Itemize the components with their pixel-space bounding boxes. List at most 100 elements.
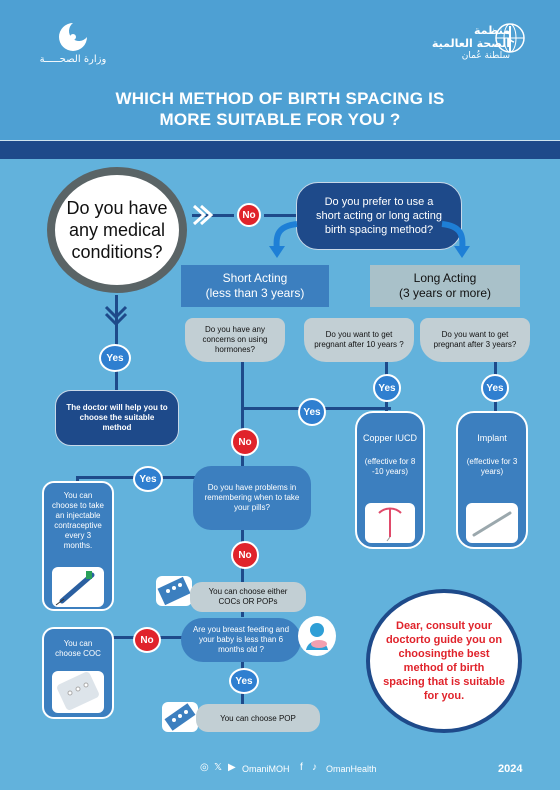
long-acting-title: Long Acting: [413, 271, 477, 285]
cocs-pops-text: You can choose either COCs OR POPs: [208, 587, 288, 606]
injection-image: [52, 567, 104, 607]
footer-handle-2[interactable]: OmanHealth: [326, 764, 377, 774]
coc-pack-icon: [57, 672, 99, 710]
who-text-line2: الصحة العالمية: [431, 37, 510, 50]
copper-iucd-note: (effective for 8 -10 years): [364, 457, 416, 476]
doctor-help-box: The doctor will help you to choose the s…: [55, 390, 179, 446]
pills-remember-question: Do you have problems in remembering when…: [193, 466, 311, 530]
consult-text: Dear, consult your doctorto guide you on…: [383, 620, 505, 702]
yes-badge: Yes: [133, 466, 163, 492]
implant-title: Implant: [477, 433, 507, 443]
hormones-question: Do you have any concerns on using hormon…: [185, 318, 285, 362]
moh-logo-icon: [59, 23, 87, 51]
no-badge: No: [133, 627, 161, 653]
title-band: [0, 80, 560, 140]
header-band: [0, 0, 560, 80]
copper-iucd-card: Copper IUCD (effective for 8 -10 years): [355, 411, 425, 549]
connector-line: [76, 636, 186, 639]
mother-baby-icon: [306, 623, 328, 650]
iucd-image: [365, 503, 415, 543]
iucd-device-icon: [378, 507, 402, 542]
no-badge: No: [231, 428, 259, 456]
hormones-text: Do you have any concerns on using hormon…: [202, 325, 268, 354]
page-title: WHICH METHOD OF BIRTH SPACING IS MORE SU…: [0, 88, 560, 130]
pop-pack-image: [162, 702, 198, 732]
pregnant-3-years-question: Do you want to get pregnant after 3 year…: [420, 318, 530, 362]
breastfeeding-question: Are you breast feeding and your baby is …: [181, 618, 301, 662]
yes-label: Yes: [486, 382, 504, 394]
short-acting-box: Short Acting (less than 3 years): [181, 265, 329, 307]
pregnant-10-years-question: Do you want to get pregnant after 10 yea…: [304, 318, 414, 362]
yes-label: Yes: [139, 473, 157, 485]
youtube-icon[interactable]: ▶: [228, 762, 236, 773]
curved-arrow-left-icon: [269, 221, 298, 258]
no-label: No: [238, 436, 252, 448]
chevron-down-icon: [104, 305, 128, 327]
pill-pack-image: [156, 576, 192, 606]
doctor-help-text: The doctor will help you to choose the s…: [66, 403, 168, 432]
cocs-pops-box: You can choose either COCs OR POPs: [190, 582, 306, 612]
who-logo-text: منظمة الصحة العالمية سلطنة عُمان: [410, 24, 510, 63]
no-label: No: [140, 634, 154, 646]
no-badge: No: [231, 541, 259, 569]
yes-label: Yes: [378, 382, 396, 394]
yes-badge: Yes: [298, 398, 326, 426]
implant-card: Implant (effective for 3 years): [456, 411, 528, 549]
who-emblem-icon: [495, 23, 525, 53]
long-acting-box: Long Acting (3 years or more): [370, 265, 520, 307]
medical-conditions-text: Do you have any medical conditions?: [66, 198, 168, 262]
pop-text: You can choose POP: [220, 713, 296, 723]
pregnant-3-years-text: Do you want to get pregnant after 3 year…: [433, 330, 517, 349]
coc-pack-image: [52, 671, 104, 713]
instagram-icon[interactable]: ◎: [200, 762, 209, 773]
coc-text: You can choose COC: [55, 639, 101, 658]
footer-band: [0, 750, 560, 790]
yes-badge: Yes: [373, 374, 401, 402]
title-line2: MORE SUITABLE FOR YOU ?: [159, 110, 401, 129]
connector-line: [192, 214, 234, 217]
injectable-card: You can choose to take an injectable con…: [42, 481, 114, 611]
implant-note: (effective for 3 years): [466, 457, 518, 476]
pop-box: You can choose POP: [196, 704, 320, 732]
no-label: No: [242, 209, 256, 221]
prefer-method-text: Do you prefer to use a short acting or l…: [316, 196, 442, 236]
yes-badge: Yes: [481, 374, 509, 402]
short-acting-subtitle: (less than 3 years): [205, 286, 305, 300]
who-text-line3: سلطنة عُمان: [461, 51, 510, 61]
pill-pack-icon: [157, 576, 191, 606]
short-acting-title: Short Acting: [222, 271, 288, 285]
pregnant-10-years-text: Do you want to get pregnant after 10 yea…: [314, 330, 404, 349]
injectable-text: You can choose to take an injectable con…: [51, 491, 105, 550]
moh-logo-text: وزارة الصحـــــة: [39, 54, 107, 65]
mother-baby-image: [298, 616, 336, 656]
medical-conditions-question: Do you have any medical conditions?: [47, 167, 187, 293]
coc-card: You can choose COC: [42, 627, 114, 719]
breastfeeding-text: Are you breast feeding and your baby is …: [192, 625, 290, 654]
consult-doctor-note: Dear, consult your doctorto guide you on…: [366, 589, 522, 733]
yes-label: Yes: [106, 352, 124, 364]
x-icon[interactable]: 𝕏: [214, 762, 223, 773]
yes-label: Yes: [235, 675, 253, 687]
no-badge: No: [237, 203, 261, 227]
facebook-icon[interactable]: f: [300, 762, 303, 773]
yes-label: Yes: [303, 406, 321, 418]
pills-remember-text: Do you have problems in remembering when…: [204, 483, 300, 512]
yes-badge: Yes: [229, 668, 259, 694]
tiktok-icon[interactable]: ♪: [312, 762, 317, 773]
syringe-icon: [55, 571, 95, 606]
divider-band: [0, 141, 560, 159]
long-acting-subtitle: (3 years or more): [398, 286, 492, 300]
copper-iucd-title: Copper IUCD: [362, 433, 418, 443]
yes-badge: Yes: [99, 344, 131, 372]
curved-arrow-right-icon: [441, 221, 470, 258]
pop-pack-icon: [164, 703, 196, 731]
connector-line: [264, 214, 298, 217]
title-line1: WHICH METHOD OF BIRTH SPACING IS: [115, 89, 445, 108]
footer-year: 2024: [498, 763, 523, 775]
implant-image: [466, 503, 518, 543]
no-label: No: [238, 549, 252, 561]
arrow-right-icon: [192, 204, 214, 226]
footer-handle-1[interactable]: OmaniMOH: [242, 764, 290, 774]
implant-rod-icon: [472, 511, 512, 537]
